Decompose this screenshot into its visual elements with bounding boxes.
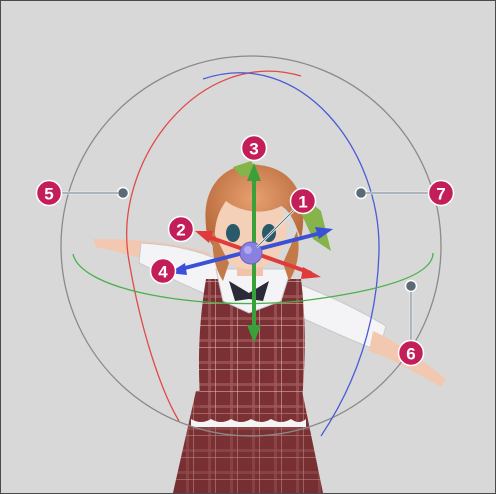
callout-number: 4 (158, 263, 168, 282)
callout-number: 6 (406, 345, 415, 364)
callout-number: 3 (249, 140, 258, 159)
callout-5: 5 (37, 181, 62, 206)
outer-ring-handle-right[interactable] (356, 188, 367, 199)
callout-number: 7 (436, 185, 445, 204)
callout-number: 2 (176, 221, 185, 240)
callout-number: 5 (44, 185, 53, 204)
outer-ring-handle-left[interactable] (118, 188, 129, 199)
character-model (93, 161, 446, 493)
translate-arrow-icon (301, 267, 321, 279)
callout-4: 4 (151, 259, 176, 284)
green-ring-handle[interactable] (406, 281, 417, 292)
callout-number: 1 (298, 193, 307, 212)
center-drag-handle-icon (244, 246, 252, 254)
callout-3: 3 (242, 136, 267, 161)
callout-6: 6 (399, 341, 424, 366)
callout-1: 1 (291, 189, 316, 214)
callout-2: 2 (169, 217, 194, 242)
callout-7: 7 (429, 181, 454, 206)
eye-left (226, 224, 240, 242)
